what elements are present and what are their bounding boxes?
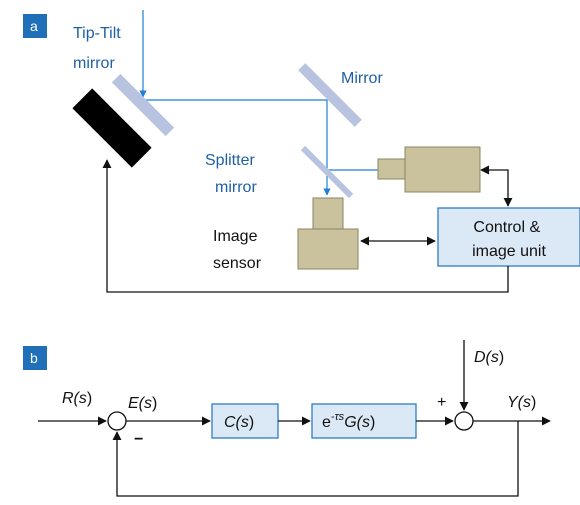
panel-b: b R(s) E(s) D(s) Y(s) − + C(s) e-τsG(s) xyxy=(23,340,551,497)
reference-signal-label: R(s) xyxy=(62,390,92,407)
fold-mirror xyxy=(298,63,362,127)
disturbance-signal-label: D(s) xyxy=(474,349,504,366)
plus-sign: + xyxy=(437,394,446,411)
control-image-unit-box xyxy=(437,207,580,267)
control-image-unit-label: Control & image unit xyxy=(472,219,546,260)
svg-text:a: a xyxy=(30,18,38,34)
camera-device xyxy=(377,146,481,193)
panel-b-badge: b xyxy=(23,346,47,370)
reflected-beam xyxy=(143,99,328,168)
tip-tilt-actuator xyxy=(72,88,152,168)
splitter-mirror xyxy=(300,145,354,199)
feedback-to-tip-tilt xyxy=(102,159,509,293)
image-sensor-label: Image sensor xyxy=(213,228,262,272)
plant-block xyxy=(311,403,417,439)
minus-sign: − xyxy=(134,431,143,448)
error-summing-junction xyxy=(107,411,127,431)
panel-a: a Tip-Tilt mirror Mirror Splitter xyxy=(23,10,580,293)
controller-block-label: C(s) xyxy=(224,414,254,431)
camera-control-link xyxy=(480,165,513,207)
plant-block-label: e-τsG(s) xyxy=(322,411,375,431)
output-summing-junction xyxy=(454,411,474,431)
splitter-mirror-label: Splitter mirror xyxy=(205,152,259,196)
output-signal-label: Y(s) xyxy=(507,394,536,411)
error-signal-label: E(s) xyxy=(128,395,157,412)
image-sensor-device xyxy=(297,197,359,270)
svg-text:b: b xyxy=(30,350,38,366)
mirror-label: Mirror xyxy=(341,70,383,87)
controller-block xyxy=(211,403,279,439)
panel-a-badge: a xyxy=(23,14,47,38)
tip-tilt-mirror-label: Tip-Tilt mirror xyxy=(73,25,125,72)
feedback-loop-arrow xyxy=(112,421,519,497)
tip-tilt-mirror xyxy=(111,73,175,137)
